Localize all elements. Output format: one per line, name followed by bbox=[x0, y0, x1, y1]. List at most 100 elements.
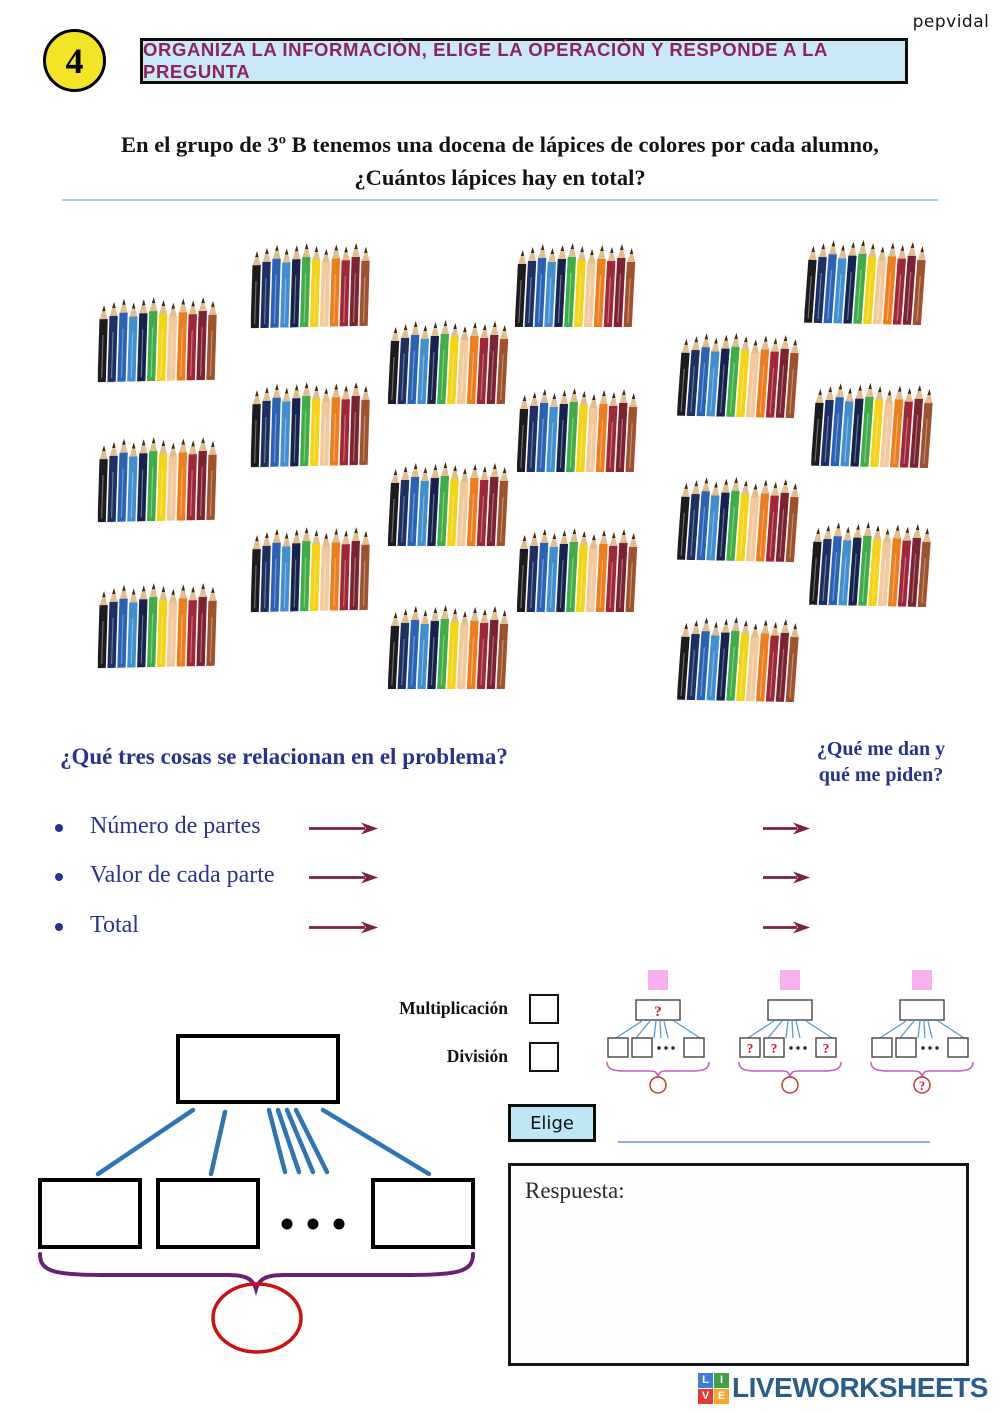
svg-text:?: ? bbox=[919, 1079, 925, 1093]
pencil-set bbox=[388, 605, 509, 689]
brace bbox=[38, 1252, 475, 1296]
logo-tile-i: I bbox=[714, 1372, 729, 1388]
pencil-set bbox=[388, 320, 509, 404]
pencil-set bbox=[250, 527, 370, 613]
scheme-part-box bbox=[871, 1037, 893, 1058]
scheme-part-box bbox=[683, 1037, 705, 1058]
division-checkbox[interactable] bbox=[529, 1042, 559, 1072]
scheme-total-box bbox=[899, 999, 945, 1021]
relation-arrow-right[interactable] bbox=[762, 920, 810, 940]
arrow-icon bbox=[309, 921, 378, 934]
scheme-part-box bbox=[815, 1037, 837, 1058]
pencil-set bbox=[250, 382, 370, 468]
scheme-part-box bbox=[895, 1037, 917, 1058]
bullet-dot bbox=[55, 873, 63, 881]
instruction-banner: ORGANIZA LA INFORMACIÓN, ELIGE LA OPERAC… bbox=[140, 38, 908, 84]
part-box-1[interactable] bbox=[38, 1178, 142, 1249]
result-ellipse[interactable] bbox=[211, 1282, 303, 1354]
arrow-icon bbox=[309, 822, 378, 835]
relation-arrow-left bbox=[308, 920, 378, 940]
relation-row: Valor de cada parte bbox=[0, 862, 1000, 892]
scheme-result-circle bbox=[913, 1076, 931, 1094]
svg-text:?: ? bbox=[823, 1041, 830, 1056]
relation-label: Valor de cada parte bbox=[90, 862, 275, 888]
relation-row: Total bbox=[0, 912, 1000, 942]
scheme-option-1: ? bbox=[604, 968, 712, 1094]
tree-lines bbox=[95, 1107, 432, 1177]
pencil-set bbox=[517, 388, 638, 472]
multiplication-checkbox[interactable] bbox=[529, 994, 559, 1024]
svg-text:?: ? bbox=[654, 1004, 662, 1020]
ellipsis-dots bbox=[281, 1218, 345, 1230]
bullet-dot bbox=[55, 923, 63, 931]
pencil-set bbox=[97, 297, 217, 383]
relation-label: Total bbox=[90, 912, 139, 938]
pencil-set bbox=[804, 239, 926, 326]
arrow-icon bbox=[763, 822, 810, 835]
scheme-brace bbox=[738, 1061, 842, 1079]
pencil-set bbox=[97, 583, 217, 669]
pencil-set bbox=[677, 332, 799, 419]
bullet-dot bbox=[55, 824, 63, 832]
relation-arrow-right[interactable] bbox=[762, 870, 810, 890]
svg-text:?: ? bbox=[747, 1041, 754, 1056]
pencil-set bbox=[677, 616, 799, 703]
answer-box[interactable]: Respuesta: bbox=[508, 1163, 969, 1366]
arrow-icon bbox=[309, 871, 378, 884]
scheme-part-box bbox=[739, 1037, 761, 1058]
logo-tile-v: V bbox=[698, 1388, 713, 1404]
relation-label: Número de partes bbox=[90, 813, 261, 839]
choose-button[interactable]: Elige bbox=[508, 1104, 596, 1142]
author-signature: pepvidal bbox=[912, 12, 990, 32]
choose-answer-line[interactable] bbox=[618, 1141, 930, 1143]
operation-label-multiplication: Multiplicación bbox=[399, 998, 508, 1018]
section-divider bbox=[62, 199, 938, 201]
question-right-heading: ¿Qué me dan y qué me piden? bbox=[800, 736, 962, 788]
scheme-result-circle bbox=[781, 1076, 799, 1094]
pencil-set bbox=[388, 462, 509, 546]
pink-marker bbox=[912, 970, 932, 990]
scheme-option-2: ??? bbox=[736, 968, 844, 1094]
problem-statement: En el grupo de 3º B tenemos una docena d… bbox=[0, 128, 1000, 194]
liveworksheets-wordmark: LIVEWORKSHEETS bbox=[732, 1372, 988, 1403]
problem-line-2: ¿Cuántos lápices hay en total? bbox=[354, 165, 646, 190]
pink-marker bbox=[648, 970, 668, 990]
relation-row: Número de partes bbox=[0, 813, 1000, 843]
problem-line-1: En el grupo de 3º B tenemos una docena d… bbox=[121, 132, 879, 157]
scheme-brace bbox=[606, 1061, 710, 1079]
arrow-icon bbox=[763, 921, 810, 934]
pink-marker bbox=[780, 970, 800, 990]
part-box-2[interactable] bbox=[156, 1178, 260, 1249]
relation-arrow-left bbox=[308, 821, 378, 841]
answer-label: Respuesta: bbox=[525, 1178, 625, 1203]
pencil-set bbox=[677, 476, 799, 563]
scheme-part-box bbox=[947, 1037, 969, 1058]
svg-text:?: ? bbox=[771, 1041, 778, 1056]
scheme-brace bbox=[870, 1061, 974, 1079]
scheme-total-box bbox=[767, 999, 813, 1021]
scheme-option-3: ? bbox=[868, 968, 976, 1094]
scheme-part-box bbox=[763, 1037, 785, 1058]
part-box-n[interactable] bbox=[371, 1178, 475, 1249]
pencil-set bbox=[809, 521, 931, 608]
instruction-banner-text: ORGANIZA LA INFORMACIÓN, ELIGE LA OPERAC… bbox=[143, 39, 828, 82]
scheme-part-box bbox=[607, 1037, 629, 1058]
logo-tile-l: L bbox=[698, 1372, 713, 1388]
pencil-set bbox=[250, 243, 370, 329]
scheme-part-box bbox=[631, 1037, 653, 1058]
scheme-total-box bbox=[635, 999, 681, 1021]
operation-label-division: División bbox=[446, 1046, 508, 1066]
relation-arrow-right[interactable] bbox=[762, 821, 810, 841]
question-right-line-1: ¿Qué me dan y bbox=[816, 738, 946, 760]
exercise-number-badge: 4 bbox=[43, 29, 106, 92]
relation-arrow-left bbox=[308, 870, 378, 890]
part-whole-diagram bbox=[38, 1034, 475, 1354]
logo-tile-e: E bbox=[714, 1388, 729, 1404]
arrow-icon bbox=[763, 871, 810, 884]
exercise-number: 4 bbox=[65, 40, 84, 81]
total-box[interactable] bbox=[176, 1034, 340, 1104]
pencil-set bbox=[97, 437, 217, 523]
